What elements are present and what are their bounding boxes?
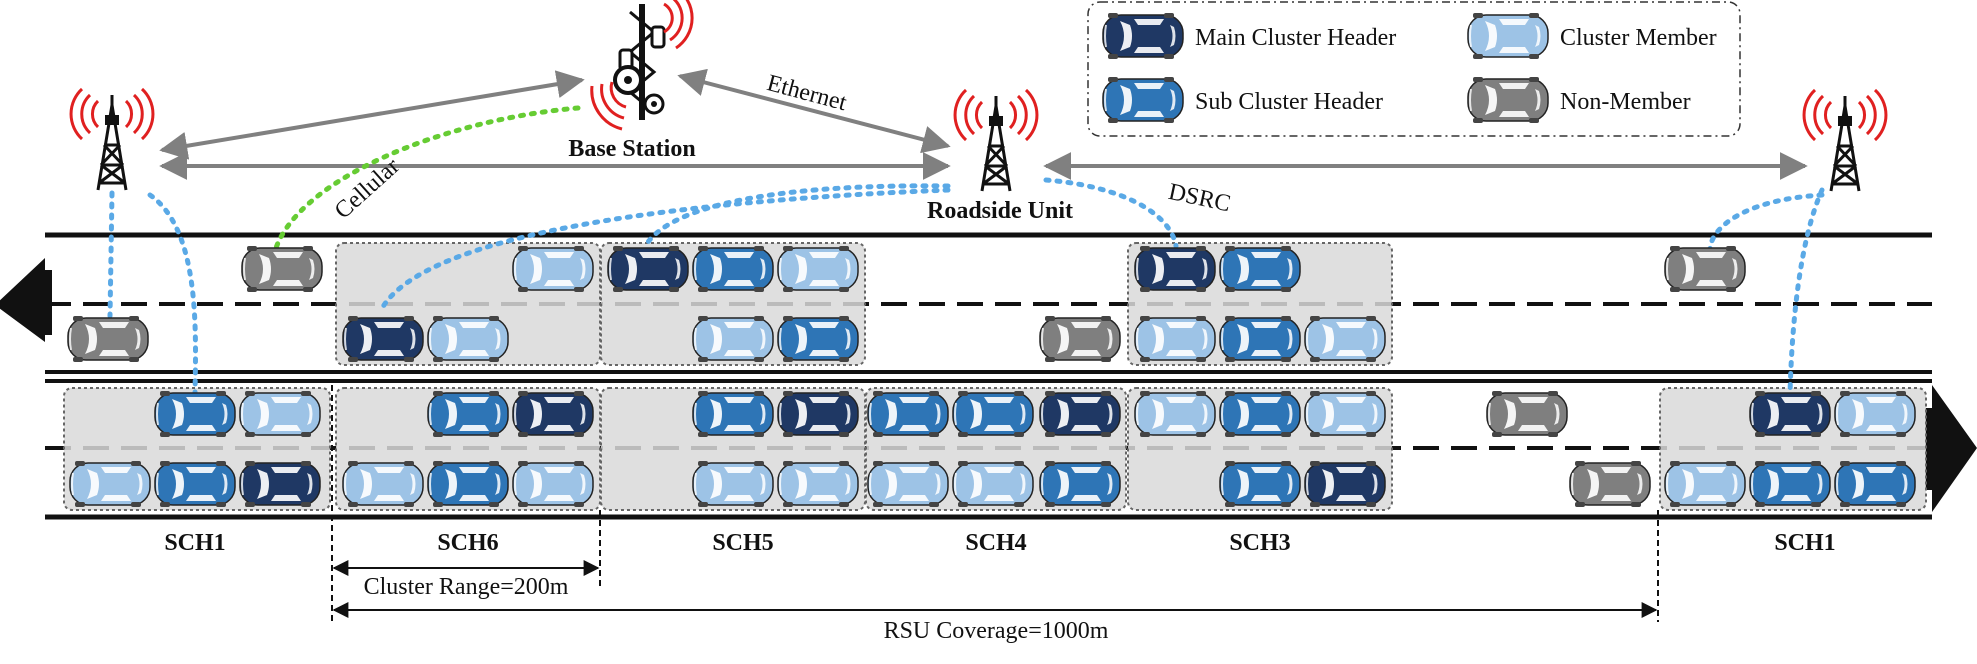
direction-arrow-right-icon — [1925, 385, 1977, 512]
link-bs-to-left-rsu — [159, 70, 585, 160]
cluster-labels: SCH1 SCH6 SCH5 SCH4 SCH3 SCH1 — [164, 530, 1835, 556]
sub-cluster-header-car-icon — [154, 391, 236, 437]
non-member-car-icon — [1486, 391, 1568, 437]
main-cluster-header-car-icon — [1039, 391, 1121, 437]
cluster-range-label: Cluster Range=200m — [364, 574, 569, 600]
base-station-label: Base Station — [568, 136, 695, 162]
base-station: Base Station — [568, 0, 696, 162]
main-cluster-header-car-icon — [1304, 461, 1386, 507]
legend-label-member: Cluster Member — [1560, 25, 1717, 51]
cluster-label-sch4: SCH4 — [965, 530, 1026, 556]
sub-cluster-header-car-icon — [427, 461, 509, 507]
dsrc-link-center-rsu-sch5 — [645, 183, 951, 245]
vehicles — [67, 246, 1916, 507]
cluster-member-car-icon — [1664, 461, 1746, 507]
cluster-member-car-icon — [692, 461, 774, 507]
main-cluster-header-car-icon — [342, 316, 424, 362]
sub-cluster-header-car-icon — [692, 246, 774, 292]
sub-cluster-header-car-icon — [1219, 246, 1301, 292]
dsrc-link-left-rsu-upper — [107, 190, 115, 319]
legend-box — [1087, 1, 1741, 137]
cluster-member-car-icon — [692, 316, 774, 362]
rsu-tower-icon-center — [953, 88, 1039, 193]
dsrc-link-center-rsu-sch6 — [377, 187, 951, 315]
cluster-member-car-icon — [867, 461, 949, 507]
sub-cluster-header-car-icon — [1834, 461, 1916, 507]
sub-cluster-header-car-icon — [692, 391, 774, 437]
non-member-car-icon — [1039, 316, 1121, 362]
cluster-member-car-icon — [1304, 391, 1386, 437]
legend-label-sub: Sub Cluster Header — [1195, 89, 1383, 115]
wired-links — [159, 68, 1808, 180]
cluster-member-car-icon — [1834, 391, 1916, 437]
cluster-label-sch3: SCH3 — [1229, 530, 1290, 556]
legend-label-non: Non-Member — [1560, 89, 1691, 115]
dsrc-link-right-rsu-non — [1707, 192, 1825, 253]
sub-cluster-header-car-icon — [777, 316, 859, 362]
legend-label-main: Main Cluster Header — [1195, 25, 1396, 51]
non-member-car-icon — [1664, 246, 1746, 292]
rsu-tower-icon-left — [69, 87, 155, 192]
legend: Main Cluster Header Cluster Member Sub C… — [1087, 1, 1741, 137]
dsrc-links — [107, 177, 1825, 397]
sub-cluster-header-car-icon — [1219, 461, 1301, 507]
main-cluster-header-car-icon — [239, 461, 321, 507]
non-member-car-icon — [1569, 461, 1651, 507]
direction-arrow-left-icon — [0, 258, 52, 342]
sub-cluster-header-car-icon — [1219, 316, 1301, 362]
dsrc-link-right-rsu-sch1 — [1787, 187, 1825, 397]
cluster-member-car-icon — [1304, 316, 1386, 362]
main-cluster-header-car-icon — [1134, 246, 1216, 292]
dsrc-link-left-rsu-lower — [147, 192, 199, 397]
sub-cluster-header-car-icon — [154, 461, 236, 507]
cellular-link — [273, 105, 581, 251]
cluster-label-sch1-right: SCH1 — [1774, 530, 1835, 556]
cluster-member-car-icon — [1134, 316, 1216, 362]
rsu-coverage-label: RSU Coverage=1000m — [884, 618, 1109, 644]
non-member-car-icon — [67, 316, 149, 362]
cluster-member-car-icon — [69, 461, 151, 507]
non-member-car-icon — [241, 246, 323, 292]
main-cluster-header-car-icon — [512, 391, 594, 437]
sub-cluster-header-car-icon — [1219, 391, 1301, 437]
sub-cluster-header-car-icon — [1039, 461, 1121, 507]
dsrc-link-center-rsu-sch3 — [1043, 177, 1179, 249]
sub-cluster-header-car-icon — [427, 391, 509, 437]
legend-icon-non — [1467, 77, 1549, 123]
cluster-member-car-icon — [342, 461, 424, 507]
cluster-member-car-icon — [512, 246, 594, 292]
dimension-lines — [331, 385, 1659, 622]
cluster-label-sch6: SCH6 — [437, 530, 498, 556]
roadside-unit-label: Roadside Unit — [927, 198, 1073, 224]
cluster-member-car-icon — [239, 391, 321, 437]
sub-cluster-header-car-icon — [952, 391, 1034, 437]
cluster-member-car-icon — [1134, 391, 1216, 437]
main-cluster-header-car-icon — [777, 391, 859, 437]
legend-icon-sub — [1102, 77, 1184, 123]
link-bs-to-center-rsu — [677, 68, 951, 154]
sub-cluster-header-car-icon — [867, 391, 949, 437]
legend-icon-main — [1102, 13, 1184, 59]
main-cluster-header-car-icon — [1749, 391, 1831, 437]
rsu-tower-icon-right — [1802, 88, 1888, 193]
cluster-label-sch5: SCH5 — [712, 530, 773, 556]
main-cluster-header-car-icon — [607, 246, 689, 292]
cluster-label-sch1-left: SCH1 — [164, 530, 225, 556]
cluster-member-car-icon — [427, 316, 509, 362]
legend-icon-member — [1467, 13, 1549, 59]
cluster-member-car-icon — [512, 461, 594, 507]
dsrc-label: DSRC — [1166, 179, 1233, 217]
cluster-member-car-icon — [777, 461, 859, 507]
base-station-tower-icon — [590, 0, 694, 131]
cluster-member-car-icon — [777, 246, 859, 292]
cluster-member-car-icon — [952, 461, 1034, 507]
sub-cluster-header-car-icon — [1749, 461, 1831, 507]
